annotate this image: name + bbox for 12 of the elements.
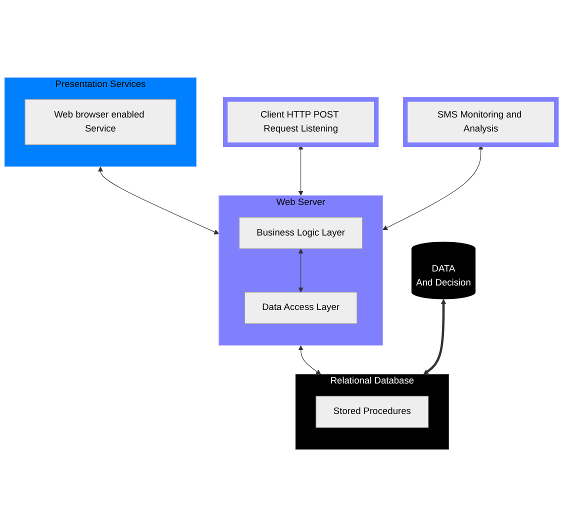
arrow (298, 144, 304, 196)
node-box: SMS Monitoring and Analysis (403, 97, 559, 148)
arrow (298, 248, 304, 292)
node-box: Data Access Layer (244, 292, 358, 324)
node-box: Stored Procedures (316, 396, 429, 428)
node-box: Client HTTP POST Request Listening (223, 97, 379, 148)
arrow (382, 144, 484, 230)
node-box: Web browser enabled Service (24, 99, 176, 146)
node-box: Business Logic Layer (238, 217, 363, 249)
arrow (423, 298, 446, 375)
arrow (298, 345, 321, 375)
arrow (98, 166, 220, 234)
